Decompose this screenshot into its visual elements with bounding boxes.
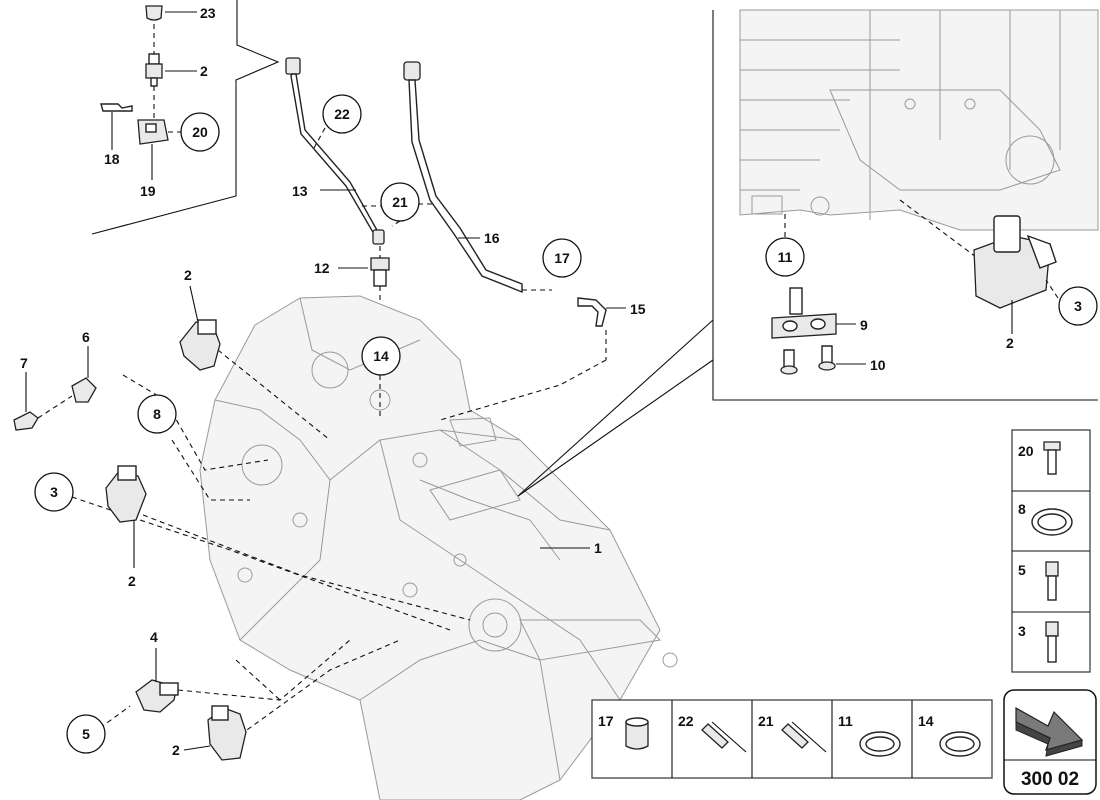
legend-bottom: 17 22 21 11 14 bbox=[591, 699, 993, 779]
part-4-sensor bbox=[135, 648, 179, 713]
part-10-screws bbox=[780, 345, 866, 375]
callout-text: 14 bbox=[373, 348, 389, 364]
part-13-hydraulic-line bbox=[285, 57, 385, 245]
legend-item-3[interactable]: 3 bbox=[1018, 621, 1059, 663]
label-19: 19 bbox=[140, 183, 156, 199]
label-23: 23 bbox=[200, 5, 216, 21]
callout-3-left[interactable]: 3 bbox=[34, 472, 74, 512]
callout-text: 17 bbox=[554, 250, 570, 266]
part-18-clip bbox=[100, 103, 133, 150]
legend-item-14[interactable]: 14 bbox=[918, 713, 981, 757]
callout-text: 3 bbox=[50, 484, 58, 500]
callout-text: 21 bbox=[392, 194, 408, 210]
legend-item-8[interactable]: 8 bbox=[1018, 501, 1073, 536]
line-clip-icon bbox=[781, 723, 809, 749]
line-clip-icon bbox=[701, 723, 729, 749]
legend-item-17[interactable]: 17 bbox=[598, 713, 649, 750]
detail-frame-top-left bbox=[91, 0, 280, 235]
label-6: 6 bbox=[82, 329, 90, 345]
label-7: 7 bbox=[20, 355, 28, 371]
socket-screw-icon bbox=[1045, 621, 1059, 637]
callout-text: 11 bbox=[778, 249, 793, 265]
part-16-hydraulic-line bbox=[403, 61, 552, 294]
label-16: 16 bbox=[484, 230, 500, 246]
legend-item-22[interactable]: 22 bbox=[678, 713, 747, 753]
label-12: 12 bbox=[314, 260, 330, 276]
part-2-sensor-detail bbox=[973, 215, 1057, 334]
part-7-sensor-pin bbox=[13, 372, 73, 431]
part-19-bracket bbox=[137, 119, 186, 180]
legend-text: 20 bbox=[1018, 443, 1034, 459]
legend-side: 20 8 5 3 bbox=[1011, 429, 1091, 673]
part-9-bracket bbox=[771, 287, 856, 339]
label-15: 15 bbox=[630, 301, 646, 317]
part-1-transmission-housing bbox=[199, 295, 678, 800]
callout-22[interactable]: 22 bbox=[322, 94, 362, 134]
label-2-sensor-mid: 2 bbox=[128, 573, 136, 589]
legend-text: 5 bbox=[1018, 562, 1026, 578]
label-2-sensor-upper: 2 bbox=[184, 267, 192, 283]
legend-item-20[interactable]: 20 bbox=[1018, 441, 1061, 475]
legend-text: 17 bbox=[598, 713, 614, 729]
legend-item-5[interactable]: 5 bbox=[1018, 561, 1059, 601]
callout-14[interactable]: 14 bbox=[361, 336, 401, 376]
legend-text: 8 bbox=[1018, 501, 1026, 517]
label-2-detail: 2 bbox=[1006, 335, 1014, 351]
legend-text: 21 bbox=[758, 713, 774, 729]
part-2-sensor-lower bbox=[183, 705, 247, 761]
legend-text: 14 bbox=[918, 713, 934, 729]
arrow-icon bbox=[1015, 706, 1084, 757]
part-2-sensor-mid bbox=[105, 465, 147, 568]
socket-screw-icon bbox=[1045, 561, 1059, 577]
legend-text: 3 bbox=[1018, 623, 1026, 639]
label-1: 1 bbox=[594, 540, 602, 556]
label-4: 4 bbox=[150, 629, 158, 645]
legend-item-21[interactable]: 21 bbox=[758, 713, 827, 753]
callout-20[interactable]: 20 bbox=[180, 112, 220, 152]
part-12-fitting bbox=[338, 246, 390, 338]
callout-text: 20 bbox=[192, 124, 208, 140]
page-number: 300 02 bbox=[1021, 769, 1079, 790]
part-2-bleeder-valve bbox=[145, 24, 197, 118]
callout-text: 3 bbox=[1074, 298, 1082, 314]
callout-3-detail[interactable]: 3 bbox=[1058, 286, 1098, 326]
hose-clamp-icon bbox=[625, 721, 649, 750]
label-9: 9 bbox=[860, 317, 868, 333]
callout-5[interactable]: 5 bbox=[66, 714, 106, 754]
detail-frame-right bbox=[517, 9, 1099, 497]
callout-21[interactable]: 21 bbox=[380, 182, 420, 222]
callout-11[interactable]: 11 bbox=[765, 237, 805, 277]
label-2-sensor-lower: 2 bbox=[172, 742, 180, 758]
label-18: 18 bbox=[104, 151, 120, 167]
screw-flange-icon bbox=[1043, 441, 1061, 451]
legend-text: 11 bbox=[838, 713, 853, 729]
legend-text: 22 bbox=[678, 713, 694, 729]
legend-item-11[interactable]: 11 bbox=[838, 713, 901, 757]
callout-text: 22 bbox=[334, 106, 350, 122]
part-labels: 23 2 18 19 13 16 12 15 2 6 7 1 2 4 2 9 1… bbox=[20, 5, 1014, 758]
label-10: 10 bbox=[870, 357, 886, 373]
callout-8[interactable]: 8 bbox=[137, 394, 177, 434]
label-13: 13 bbox=[292, 183, 308, 199]
callout-17[interactable]: 17 bbox=[542, 238, 582, 278]
part-23-cap bbox=[145, 5, 197, 21]
part-15-hose bbox=[577, 297, 626, 360]
page-navigation-box[interactable]: 300 02 bbox=[1003, 689, 1097, 795]
label-2: 2 bbox=[200, 63, 208, 79]
part-2-sensor-upper bbox=[179, 285, 221, 371]
callout-text: 8 bbox=[153, 406, 161, 422]
part-6-sensor bbox=[71, 346, 97, 403]
callout-text: 5 bbox=[82, 726, 90, 742]
